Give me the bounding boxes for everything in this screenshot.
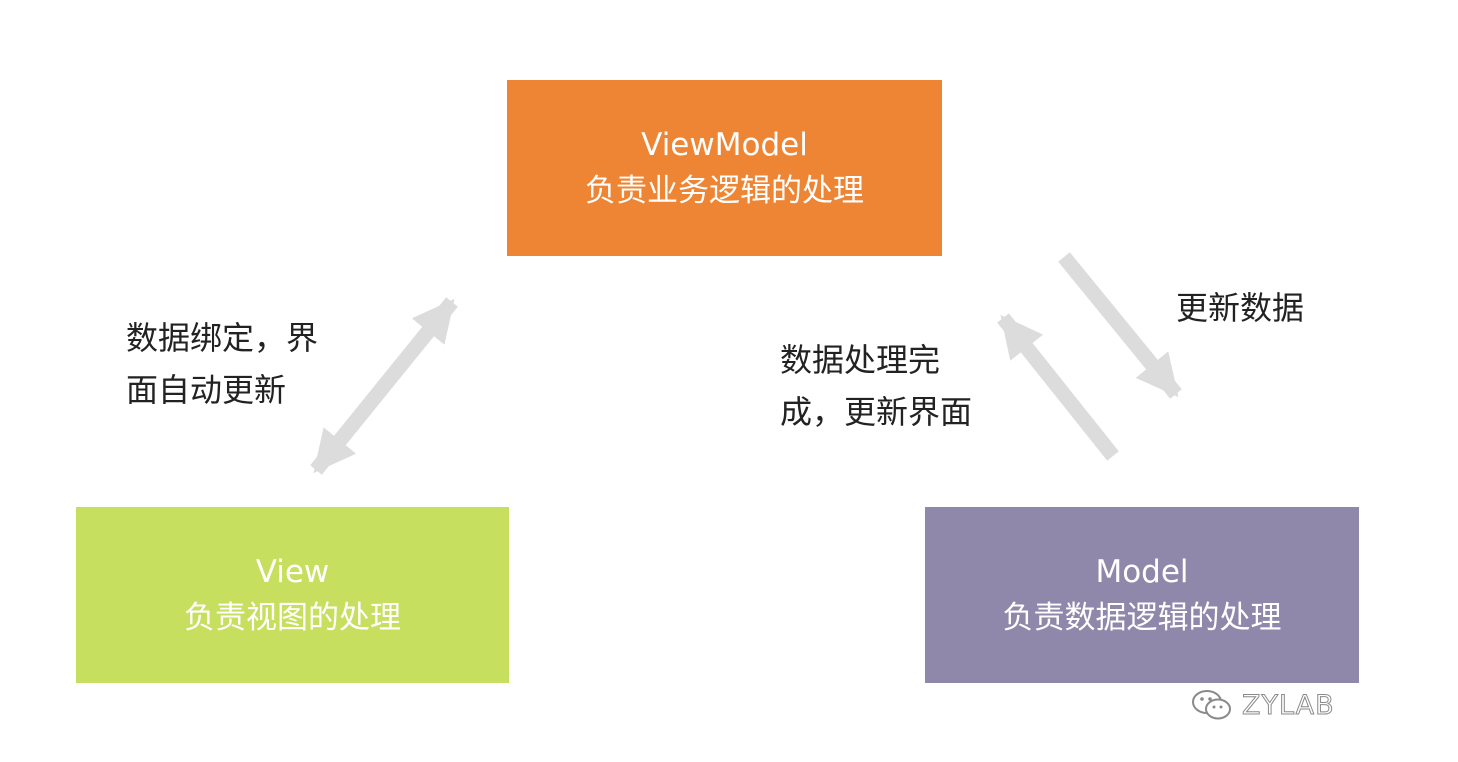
model-box: Model 负责数据逻辑的处理 [925, 507, 1359, 683]
view-box: View 负责视图的处理 [76, 507, 509, 683]
view-title: View [255, 554, 330, 590]
label-viewmodel-to-model-line1: 更新数据 [1176, 289, 1305, 327]
view-subtitle: 负责视图的处理 [184, 600, 401, 636]
arrow-viewmodel-to-model [1058, 252, 1182, 399]
label-view-viewmodel-line2: 面自动更新 [126, 371, 287, 409]
viewmodel-subtitle: 负责业务逻辑的处理 [585, 173, 864, 209]
model-title: Model [1095, 554, 1189, 590]
label-view-viewmodel-line1: 数据绑定，界 [126, 319, 319, 357]
label-model-to-viewmodel-line2: 成，更新界面 [780, 393, 973, 431]
viewmodel-box: ViewModel 负责业务逻辑的处理 [507, 80, 942, 256]
label-model-to-viewmodel-line1: 数据处理完 [780, 341, 941, 379]
label-model-to-viewmodel: 数据处理完 成，更新界面 [780, 334, 972, 438]
wechat-icon [1190, 688, 1234, 722]
label-view-viewmodel: 数据绑定，界 面自动更新 [126, 312, 318, 416]
arrow-view-viewmodel [310, 297, 458, 475]
label-viewmodel-to-model: 更新数据 [1176, 282, 1304, 334]
watermark: ZYLAB [1190, 688, 1335, 722]
arrow-model-to-viewmodel [997, 313, 1119, 461]
watermark-text: ZYLAB [1242, 689, 1335, 721]
model-subtitle: 负责数据逻辑的处理 [1002, 600, 1282, 636]
viewmodel-title: ViewModel [641, 127, 808, 163]
